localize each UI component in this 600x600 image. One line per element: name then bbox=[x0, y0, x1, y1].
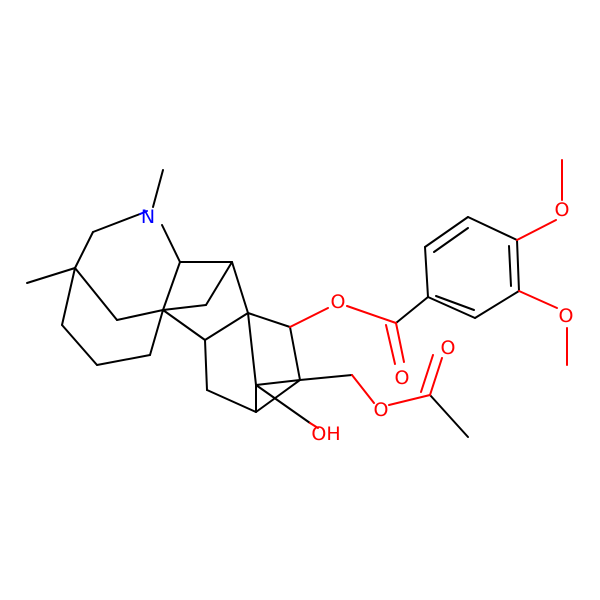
hydroxyl-label: OH bbox=[311, 423, 340, 445]
nitrogen-bonds bbox=[139, 210, 148, 215]
nitrogen-atom-label: N bbox=[141, 206, 155, 228]
atom-labels: N O O O O O O OH bbox=[141, 199, 574, 445]
ester-oxygen-label: O bbox=[331, 291, 346, 313]
carbon-skeleton-bonds bbox=[26, 169, 520, 438]
methoxy-oxygen-bottom-label: O bbox=[559, 305, 574, 327]
oxygen-bonds bbox=[289, 159, 568, 429]
acetate-carbonyl-oxygen-label: O bbox=[441, 337, 456, 359]
acetate-ester-oxygen-label: O bbox=[374, 399, 389, 421]
benzoate-carbonyl-oxygen-label: O bbox=[395, 367, 410, 389]
methoxy-oxygen-top-label: O bbox=[555, 199, 570, 221]
